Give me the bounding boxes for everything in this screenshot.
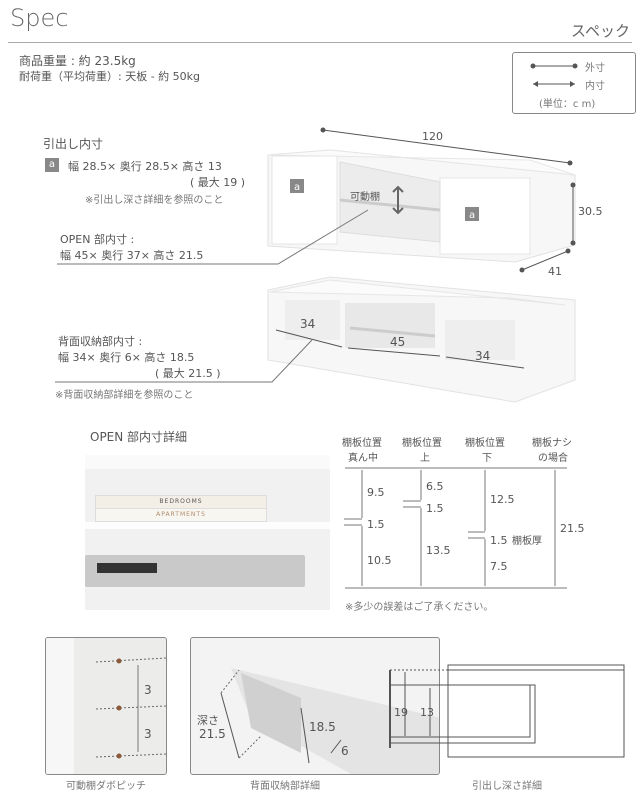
book-bedrooms: BEDROOMS: [95, 495, 267, 509]
drawer-badge: a: [45, 158, 59, 172]
svg-text:a: a: [469, 210, 475, 221]
drawer-max: ( 最大 19 ): [190, 176, 246, 189]
svg-text:13.5: 13.5: [426, 544, 451, 557]
svg-text:6.5: 6.5: [426, 480, 444, 493]
svg-text:10.5: 10.5: [367, 554, 392, 567]
caption-dowel-pitch: 可動棚ダボピッチ: [66, 781, 146, 792]
legend-inner: 内寸: [585, 81, 605, 92]
open-dims: 幅 45× 奥行 37× 高さ 21.5: [60, 249, 204, 262]
svg-text:1.5: 1.5: [367, 518, 385, 531]
svg-text:の場合: の場合: [538, 451, 568, 464]
load-capacity: 耐荷重（平均荷重）: 天板 - 約 50kg: [19, 70, 201, 83]
legend-icons: [530, 63, 578, 87]
open-title: OPEN 部内寸 :: [60, 233, 135, 246]
svg-text:深さ: 深さ: [197, 714, 219, 727]
tolerance-note: ※多少の誤差はご了承ください。: [345, 600, 493, 613]
svg-text:a: a: [294, 182, 300, 193]
dimension-legend: 外寸 内寸 (単位：c m): [512, 52, 636, 114]
svg-text:21.5: 21.5: [560, 522, 585, 535]
svg-text:1.5: 1.5: [426, 502, 444, 515]
svg-text:7.5: 7.5: [490, 560, 508, 573]
svg-text:19: 19: [394, 706, 408, 719]
depth-label: 41: [548, 265, 562, 278]
caption-back-detail: 背面収納部詳細: [250, 781, 320, 792]
svg-text:棚板厚: 棚板厚: [512, 534, 542, 547]
svg-text:下: 下: [482, 453, 492, 464]
width-120-label: 120: [422, 130, 443, 143]
svg-text:21.5: 21.5: [199, 727, 226, 741]
open-detail-photo: BEDROOMS APARTMENTS: [85, 455, 330, 610]
back-left-width: 34: [300, 317, 315, 331]
svg-text:上: 上: [420, 452, 430, 464]
back-right-width: 34: [475, 349, 490, 363]
svg-text:18.5: 18.5: [309, 720, 336, 734]
svg-text:6: 6: [341, 744, 349, 758]
page-title-jp: スペック: [571, 22, 630, 40]
back-max: ( 最大 21.5 ): [155, 367, 221, 380]
svg-text:棚板位置: 棚板位置: [342, 436, 382, 449]
height-label: 30.5: [578, 205, 603, 218]
drawer-dims: 幅 28.5× 奥行 28.5× 高さ 13: [68, 160, 222, 173]
svg-text:棚板ナシ: 棚板ナシ: [532, 436, 572, 449]
svg-text:1.5: 1.5: [490, 534, 508, 547]
back-title: 背面収納部内寸 :: [58, 335, 143, 348]
product-weight: 商品重量 : 約 23.5kg: [19, 54, 136, 68]
dvd-player: [85, 555, 305, 587]
legend-unit: (単位：c m): [539, 99, 596, 110]
back-note: ※背面収納部詳細を参照のこと: [55, 390, 194, 401]
drawer-note: ※引出し深さ詳細を参照のこと: [85, 195, 224, 206]
product-diagram: 120 30.5 41 可動棚 a a 34 45 34: [55, 127, 603, 403]
title-divider: [8, 42, 632, 43]
open-width: 45: [390, 335, 405, 349]
movable-shelf-label: 可動棚: [350, 190, 380, 203]
svg-text:棚板位置: 棚板位置: [402, 436, 442, 449]
svg-text:3: 3: [144, 727, 152, 741]
svg-text:13: 13: [420, 706, 434, 719]
page-title: Spec: [10, 4, 69, 32]
legend-outer: 外寸: [585, 63, 605, 74]
svg-text:9.5: 9.5: [367, 486, 385, 499]
svg-text:棚板位置: 棚板位置: [465, 436, 505, 449]
book-apartments: APARTMENTS: [95, 508, 267, 522]
back-dims: 幅 34× 奥行 6× 高さ 18.5: [58, 351, 195, 364]
drawer-title: 引出し内寸: [43, 137, 104, 151]
caption-drawer-depth: 引出し深さ詳細: [472, 781, 542, 792]
svg-text:12.5: 12.5: [490, 493, 515, 506]
drawer-depth-diagram: 19 13: [389, 664, 625, 758]
svg-text:真ん中: 真ん中: [348, 451, 378, 464]
open-detail-title: OPEN 部内寸詳細: [90, 430, 188, 444]
svg-text:3: 3: [144, 683, 152, 697]
